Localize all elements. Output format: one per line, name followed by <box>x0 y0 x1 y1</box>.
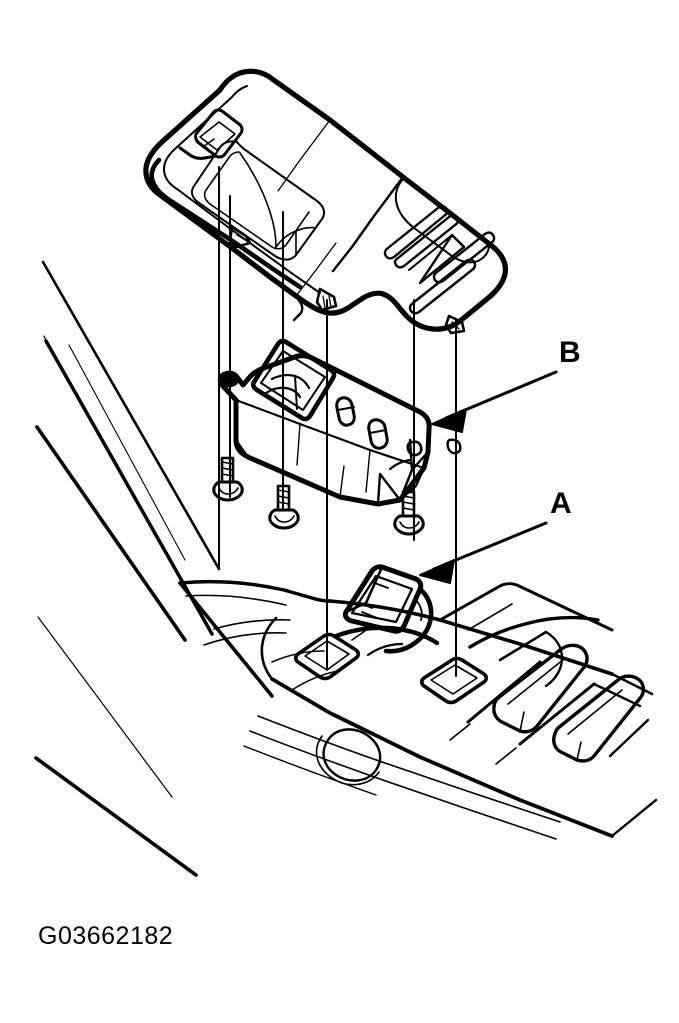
console-bracket <box>217 338 432 507</box>
dash-side-panel <box>34 260 221 877</box>
floor-tunnel <box>178 579 614 840</box>
arrowhead-b <box>431 408 467 433</box>
mounting-screws <box>212 438 462 536</box>
assembly-guide-lines <box>218 166 457 677</box>
arrowhead-a <box>419 559 455 584</box>
callout-label-b: B <box>559 336 581 369</box>
figure-caption: G03662182 <box>38 922 174 950</box>
mounting-screw <box>212 456 244 502</box>
rear-console <box>438 582 658 838</box>
mounting-screw <box>446 438 462 455</box>
mounting-screw <box>393 490 425 536</box>
mounting-screw <box>268 484 300 530</box>
callout-leaders <box>419 370 558 584</box>
callout-label-a: A <box>550 487 572 520</box>
console-trim-panel <box>143 68 509 335</box>
